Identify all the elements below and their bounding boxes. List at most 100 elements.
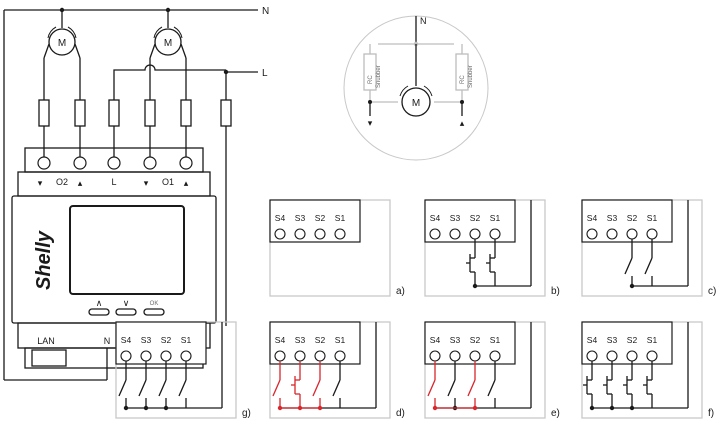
input-label-s4: S4 bbox=[587, 213, 598, 223]
variant-label: e) bbox=[551, 408, 560, 419]
svg-text:▾: ▾ bbox=[38, 178, 43, 188]
input-terminal bbox=[314, 350, 326, 362]
lan-label: LAN bbox=[37, 336, 55, 346]
variant-label: f) bbox=[708, 408, 714, 419]
snubber-left-text: Snubber bbox=[376, 65, 382, 88]
motor-1-label: M bbox=[58, 38, 66, 49]
input-label-s1: S1 bbox=[647, 213, 658, 223]
input-label-s3: S3 bbox=[450, 335, 461, 345]
input-label-s1: S1 bbox=[490, 213, 501, 223]
svg-text:▴: ▴ bbox=[184, 178, 189, 188]
variant-panel-g: S4 S3 S2 S1 g) bbox=[115, 321, 251, 419]
input-terminal bbox=[606, 228, 618, 240]
detail-neutral-label: N bbox=[420, 16, 427, 26]
input-label-s2: S2 bbox=[315, 335, 326, 345]
up-button bbox=[88, 308, 110, 316]
variant-label: a) bbox=[396, 286, 405, 297]
input-label-s1: S1 bbox=[181, 335, 192, 345]
input-terminal bbox=[429, 350, 441, 362]
ok-button bbox=[143, 308, 165, 316]
input-terminal bbox=[586, 228, 598, 240]
input-label-s2: S2 bbox=[627, 213, 638, 223]
motor-1: M bbox=[43, 7, 81, 100]
input-label-s1: S1 bbox=[490, 335, 501, 345]
terminal-l-label: L bbox=[111, 177, 116, 187]
input-label-s2: S2 bbox=[627, 335, 638, 345]
input-label-s3: S3 bbox=[141, 335, 152, 345]
input-terminal bbox=[586, 350, 598, 362]
variant-panel-e: S4 S3 S2 S1 e) bbox=[424, 321, 560, 419]
input-terminal bbox=[334, 350, 346, 362]
input-label-s1: S1 bbox=[647, 335, 658, 345]
svg-text:▾: ▾ bbox=[368, 118, 373, 128]
input-terminal bbox=[626, 350, 638, 362]
brand-logo: Shelly bbox=[33, 230, 55, 290]
snubber-right-text: Snubber bbox=[468, 65, 474, 88]
input-label-s4: S4 bbox=[587, 335, 598, 345]
terminal-o1-label: O1 bbox=[162, 177, 174, 187]
terminal-o2-label: O2 bbox=[56, 177, 68, 187]
input-terminal bbox=[294, 228, 306, 240]
variant-panel-b: S4 S3 S2 S1 b) bbox=[424, 199, 560, 297]
input-terminal bbox=[180, 350, 192, 362]
input-terminal bbox=[314, 228, 326, 240]
input-terminal bbox=[489, 350, 501, 362]
live-feed-wire bbox=[113, 64, 226, 100]
input-terminal bbox=[120, 350, 132, 362]
snubber-right-rc: RC bbox=[460, 75, 466, 84]
variant-panel-f: S4 S3 S2 S1 f) bbox=[581, 321, 714, 419]
input-label-s2: S2 bbox=[470, 335, 481, 345]
variant-label: c) bbox=[708, 286, 716, 297]
input-label-s1: S1 bbox=[335, 213, 346, 223]
input-terminal bbox=[646, 228, 658, 240]
variant-panel-d: S4 S3 S2 S1 d) bbox=[269, 321, 405, 419]
input-label-s3: S3 bbox=[607, 213, 618, 223]
input-label-s4: S4 bbox=[430, 213, 441, 223]
input-label-s2: S2 bbox=[315, 213, 326, 223]
input-label-s3: S3 bbox=[295, 335, 306, 345]
svg-text:▴: ▴ bbox=[78, 178, 83, 188]
input-label-s3: S3 bbox=[450, 213, 461, 223]
input-label-s2: S2 bbox=[161, 335, 172, 345]
input-label-s4: S4 bbox=[121, 335, 132, 345]
input-label-s4: S4 bbox=[430, 335, 441, 345]
svg-text:▴: ▴ bbox=[460, 118, 465, 128]
motor-2: M bbox=[149, 7, 187, 100]
neutral-line-label: N bbox=[262, 6, 269, 17]
ok-button-label: OK bbox=[150, 301, 159, 307]
input-label-s4: S4 bbox=[275, 335, 286, 345]
variant-label: d) bbox=[396, 408, 405, 419]
lan-port bbox=[31, 349, 67, 367]
input-terminal bbox=[646, 350, 658, 362]
input-terminal bbox=[334, 228, 346, 240]
input-terminal bbox=[429, 228, 441, 240]
input-terminal bbox=[294, 350, 306, 362]
input-terminal bbox=[606, 350, 618, 362]
shelly-device: ▾ ▴ ▾ ▴ O2 L O1 Shelly ∧ ∨ OK LAN N bbox=[11, 147, 217, 369]
neutral-terminal-label: N bbox=[104, 336, 111, 346]
input-terminal bbox=[449, 350, 461, 362]
input-terminal bbox=[489, 228, 501, 240]
fuses bbox=[38, 99, 232, 326]
input-terminal bbox=[274, 228, 286, 240]
snubber-left-rc: RC bbox=[368, 75, 374, 84]
svg-text:▾: ▾ bbox=[144, 178, 149, 188]
input-terminal bbox=[626, 228, 638, 240]
input-terminal bbox=[469, 350, 481, 362]
input-label-s4: S4 bbox=[275, 213, 286, 223]
input-label-s1: S1 bbox=[335, 335, 346, 345]
input-terminal bbox=[449, 228, 461, 240]
input-label-s3: S3 bbox=[607, 335, 618, 345]
variant-label: b) bbox=[551, 286, 560, 297]
detail-motor-label: M bbox=[412, 98, 420, 109]
variant-panel-c: S4 S3 S2 S1 c) bbox=[581, 199, 716, 297]
input-terminal bbox=[160, 350, 172, 362]
variant-label: g) bbox=[242, 408, 251, 419]
motor-detail: N RC Snubber RC Snubber M ▾ ▴ bbox=[343, 15, 489, 161]
svg-text:∨: ∨ bbox=[123, 298, 130, 308]
input-label-s2: S2 bbox=[470, 213, 481, 223]
input-terminal bbox=[469, 228, 481, 240]
